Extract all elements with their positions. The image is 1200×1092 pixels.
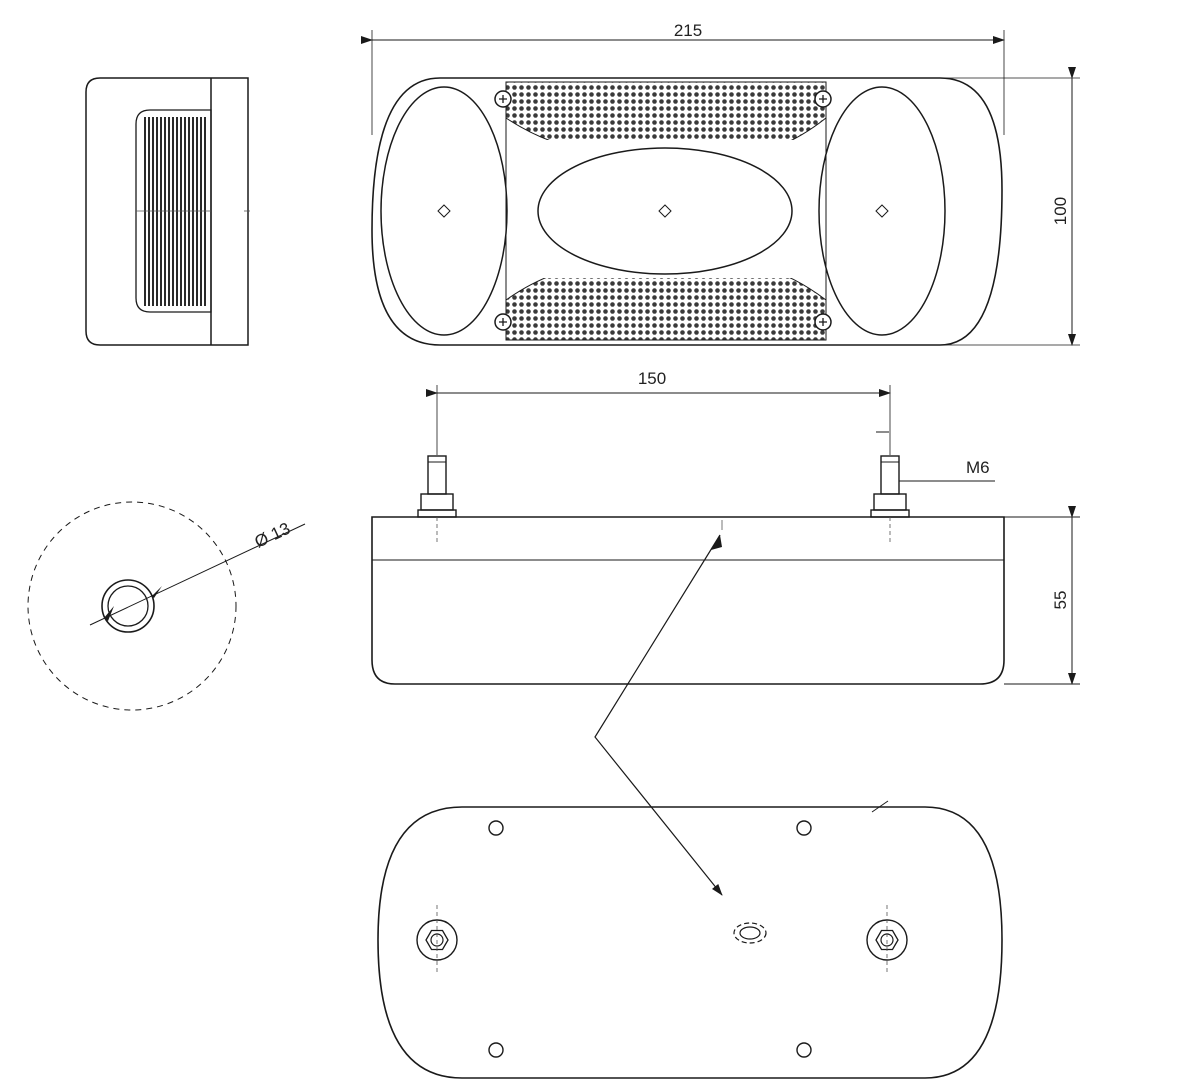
cable-grommet bbox=[733, 922, 767, 944]
left-lens bbox=[380, 86, 508, 336]
mounting-hole bbox=[796, 820, 812, 836]
dimension-hole-diameter: Ø 13 bbox=[252, 519, 293, 552]
dimension-bolt-spacing: 150 bbox=[638, 369, 666, 388]
nut-icon bbox=[416, 905, 458, 975]
side-view bbox=[85, 77, 250, 346]
screw-icon bbox=[814, 313, 832, 331]
back-view bbox=[377, 800, 1003, 1079]
dimension-depth: 55 bbox=[1051, 591, 1070, 610]
center-lens bbox=[537, 147, 793, 275]
mounting-hole bbox=[796, 1042, 812, 1058]
top-view: 150 M6 55 bbox=[371, 369, 1080, 685]
mounting-hole bbox=[488, 820, 504, 836]
dimension-height: 100 bbox=[1051, 197, 1070, 225]
bolt-left bbox=[417, 455, 457, 518]
screw-icon bbox=[494, 90, 512, 108]
lens-ribbing bbox=[144, 117, 208, 306]
hole-detail: Ø 13 bbox=[27, 501, 306, 711]
thread-label: M6 bbox=[966, 458, 990, 477]
mounting-hole bbox=[488, 1042, 504, 1058]
section-arrow bbox=[594, 534, 723, 896]
dimension-width: 215 bbox=[674, 21, 702, 40]
bolt-right bbox=[870, 455, 910, 518]
right-lens bbox=[818, 86, 946, 336]
front-view: 215 100 bbox=[361, 21, 1080, 346]
screw-icon bbox=[494, 313, 512, 331]
screw-icon bbox=[814, 90, 832, 108]
diameter-leader bbox=[89, 523, 306, 626]
nut-icon bbox=[866, 905, 908, 975]
